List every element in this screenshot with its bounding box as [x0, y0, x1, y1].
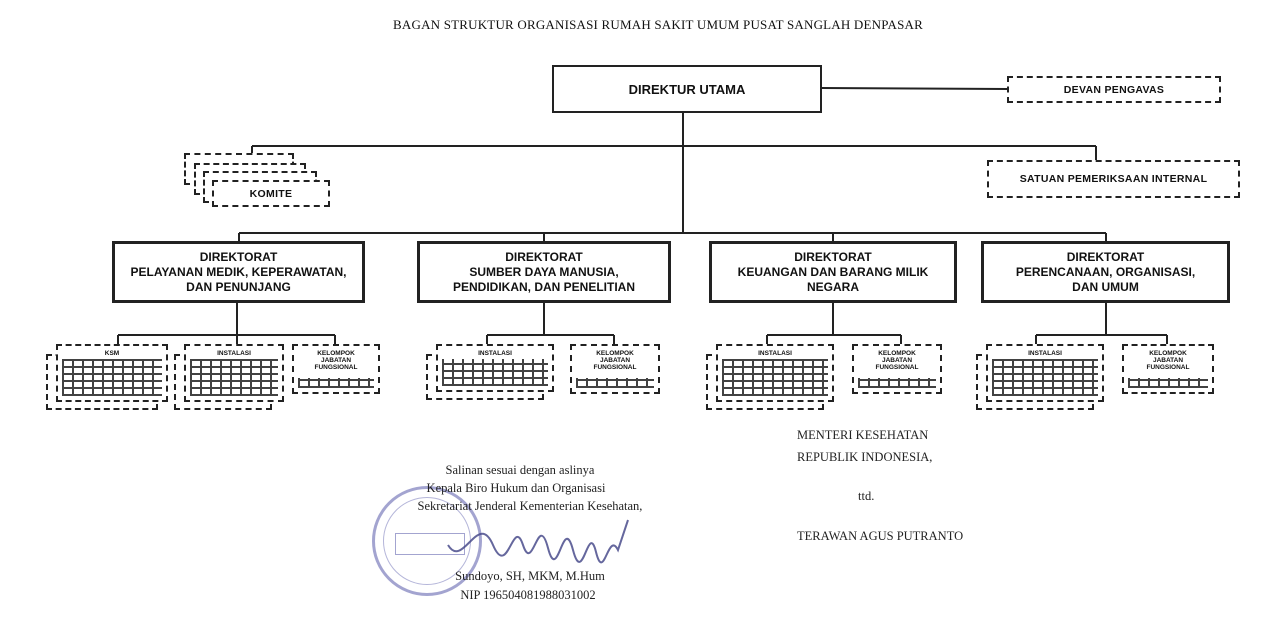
menteri-title: MENTERI KESEHATAN: [797, 428, 929, 442]
kjf-2-grid: [576, 378, 654, 388]
directorate-4-label: DIREKTORAT PERENCANAAN, ORGANISASI, DAN …: [1015, 249, 1196, 294]
kjf-1-grid: [298, 378, 374, 388]
directorate-2-label: DIREKTORAT SUMBER DAYA MANUSIA, PENDIDIK…: [452, 249, 635, 294]
instalasi-1-box: INSTALASI: [184, 344, 284, 402]
kjf-4-label: KELOMPOK JABATAN FUNGSIONAL: [1146, 350, 1190, 371]
signer-name: Sundoyo, SH, MKM, M.Hum: [455, 569, 605, 583]
spi-label: SATUAN PEMERIKSAAN INTERNAL: [1019, 173, 1208, 185]
kjf-3-grid: [858, 378, 936, 388]
direktur-utama-label: DIREKTUR UTAMA: [628, 81, 746, 97]
salinan-line: Salinan sesuai dengan aslinya: [445, 463, 595, 477]
dewan-pengawas-box: DEVAN PENGAVAS: [1007, 76, 1221, 103]
handwritten-signature: [447, 519, 629, 564]
instalasi-3-grid: [722, 359, 828, 396]
kjf-3-label: KELOMPOK JABATAN FUNGSIONAL: [875, 350, 919, 371]
menteri-country: REPUBLIK INDONESIA,: [797, 450, 933, 464]
directorate-3-box: DIREKTORAT KEUANGAN DAN BARANG MILIK NEG…: [709, 241, 957, 303]
kjf-4-box: KELOMPOK JABATAN FUNGSIONAL: [1122, 344, 1214, 394]
instalasi-4-box: INSTALASI: [986, 344, 1104, 402]
instalasi-1-label: INSTALASI: [217, 350, 251, 357]
sekretariat-line: Sekretariat Jenderal Kementerian Kesehat…: [417, 499, 643, 513]
directorate-1-label: DIREKTORAT PELAYANAN MEDIK, KEPERAWATAN,…: [130, 249, 347, 294]
instalasi-4-label: INSTALASI: [1028, 350, 1062, 357]
komite-label: KOMITE: [249, 187, 293, 200]
instalasi-1-grid: [190, 359, 278, 396]
menteri-name: TERAWAN AGUS PUTRANTO: [797, 529, 964, 543]
line-dewan: [820, 87, 1009, 90]
kjf-1-box: KELOMPOK JABATAN FUNGSIONAL: [292, 344, 380, 394]
instalasi-4-grid: [992, 359, 1098, 396]
directorate-4-box: DIREKTORAT PERENCANAAN, ORGANISASI, DAN …: [981, 241, 1230, 303]
kjf-1-label: KELOMPOK JABATAN FUNGSIONAL: [314, 350, 358, 371]
kjf-4-grid: [1128, 378, 1208, 388]
directorate-1-box: DIREKTORAT PELAYANAN MEDIK, KEPERAWATAN,…: [112, 241, 365, 303]
ksm-grid: [62, 359, 162, 396]
instalasi-2-label: INSTALASI: [478, 350, 512, 357]
komite-box: KOMITE: [212, 180, 330, 207]
page-title: BAGAN STRUKTUR ORGANISASI RUMAH SAKIT UM…: [393, 17, 923, 32]
instalasi-2-grid: [442, 359, 548, 386]
signer-nip: NIP 196504081988031002: [460, 588, 596, 602]
menteri-ttd: ttd.: [858, 489, 875, 503]
dewan-pengawas-label: DEVAN PENGAVAS: [1063, 83, 1165, 96]
direktur-utama-box: DIREKTUR UTAMA: [552, 65, 822, 113]
kjf-2-label: KELOMPOK JABATAN FUNGSIONAL: [593, 350, 637, 371]
instalasi-3-box: INSTALASI: [716, 344, 834, 402]
directorate-2-box: DIREKTORAT SUMBER DAYA MANUSIA, PENDIDIK…: [417, 241, 671, 303]
ksm-box: KSM: [56, 344, 168, 402]
instalasi-2-box: INSTALASI: [436, 344, 554, 392]
spi-box: SATUAN PEMERIKSAAN INTERNAL: [987, 160, 1240, 198]
instalasi-3-label: INSTALASI: [758, 350, 792, 357]
ksm-label: KSM: [104, 350, 120, 357]
kjf-3-box: KELOMPOK JABATAN FUNGSIONAL: [852, 344, 942, 394]
kjf-2-box: KELOMPOK JABATAN FUNGSIONAL: [570, 344, 660, 394]
directorate-3-label: DIREKTORAT KEUANGAN DAN BARANG MILIK NEG…: [737, 249, 929, 294]
kepala-biro-line: Kepala Biro Hukum dan Organisasi: [426, 481, 606, 495]
